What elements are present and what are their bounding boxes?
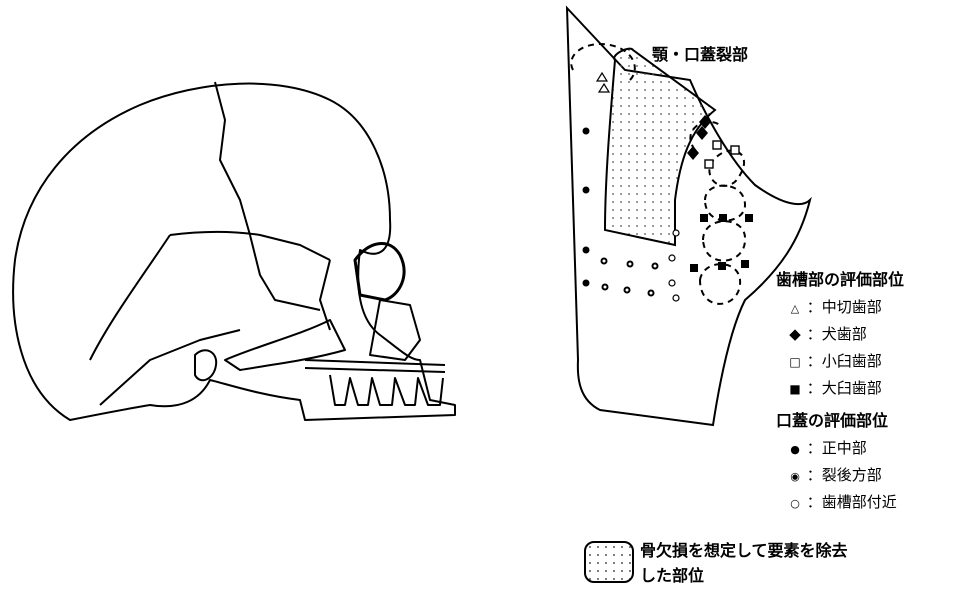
legend-alveolar-item: □ ：小臼歯部 xyxy=(788,352,882,371)
legend-palate-item: ○ ：歯槽部付近 xyxy=(788,493,897,513)
legend-item-label: ：裂後方部 xyxy=(807,466,882,484)
filled-diamond-icon: ◆ xyxy=(788,325,802,343)
legend-item-label: ：中切歯部 xyxy=(807,298,882,316)
maxilla xyxy=(370,300,420,360)
cleft-removed-region xyxy=(605,49,715,245)
lambdoid-suture xyxy=(90,235,170,360)
ear-process xyxy=(195,350,216,380)
filled-circle-icon: ● xyxy=(788,441,802,459)
palate-diagram xyxy=(555,0,825,440)
legend-item-label: ：犬歯部 xyxy=(807,325,867,343)
posterior-cleft-markers xyxy=(602,259,658,296)
dotted-region-icon xyxy=(584,541,634,583)
legend-palate-item: ● ：正中部 xyxy=(788,439,867,459)
midline-markers xyxy=(583,128,590,287)
cleft-label: 顎・口蓋裂部 xyxy=(652,45,748,65)
legend-item-label: ：大臼歯部 xyxy=(807,379,882,397)
legend-alveolar-item: ◆ ：犬歯部 xyxy=(788,325,867,343)
premolar-region-outline xyxy=(709,151,744,186)
temporal-line xyxy=(100,330,240,405)
legend-removed-line2: した部位 xyxy=(640,566,704,586)
sphenoid-suture xyxy=(320,260,330,330)
palate-outline xyxy=(567,8,810,425)
open-circle-icon: ○ xyxy=(788,495,802,513)
molar-markers xyxy=(690,214,753,272)
legend-palate-heading: 口蓋の評価部位 xyxy=(776,411,888,431)
frontal-suture xyxy=(250,235,320,310)
teeth-row xyxy=(330,375,443,405)
legend-alveolar-item: △ ：中切歯部 xyxy=(788,298,882,318)
upper-jaw-line xyxy=(305,360,445,372)
ring-dot-icon: ◉ xyxy=(788,468,802,486)
legend-item-label: ：歯槽部付近 xyxy=(807,493,897,511)
incisor-markers xyxy=(597,73,609,92)
legend-palate-item: ◉ ：裂後方部 xyxy=(788,466,882,486)
legend-item-label: ：小臼歯部 xyxy=(807,352,882,370)
skull-illustration xyxy=(0,60,470,490)
open-triangle-icon: △ xyxy=(788,300,802,318)
open-square-icon: □ xyxy=(788,353,802,371)
molar-region-outline-3 xyxy=(700,264,740,304)
legend-alveolar-item: ■ ：大臼歯部 xyxy=(788,379,882,398)
legend-alveolar-heading: 歯槽部の評価部位 xyxy=(776,270,904,290)
zygomatic-arch xyxy=(225,320,345,370)
legend-item-label: ：正中部 xyxy=(807,439,867,457)
legend-removed-line1: 骨欠損を想定して要素を除去 xyxy=(640,541,848,561)
filled-square-icon: ■ xyxy=(788,380,802,398)
molar-region-outline-2 xyxy=(703,221,745,260)
coronal-suture xyxy=(215,82,250,235)
premolar-markers xyxy=(705,141,739,168)
